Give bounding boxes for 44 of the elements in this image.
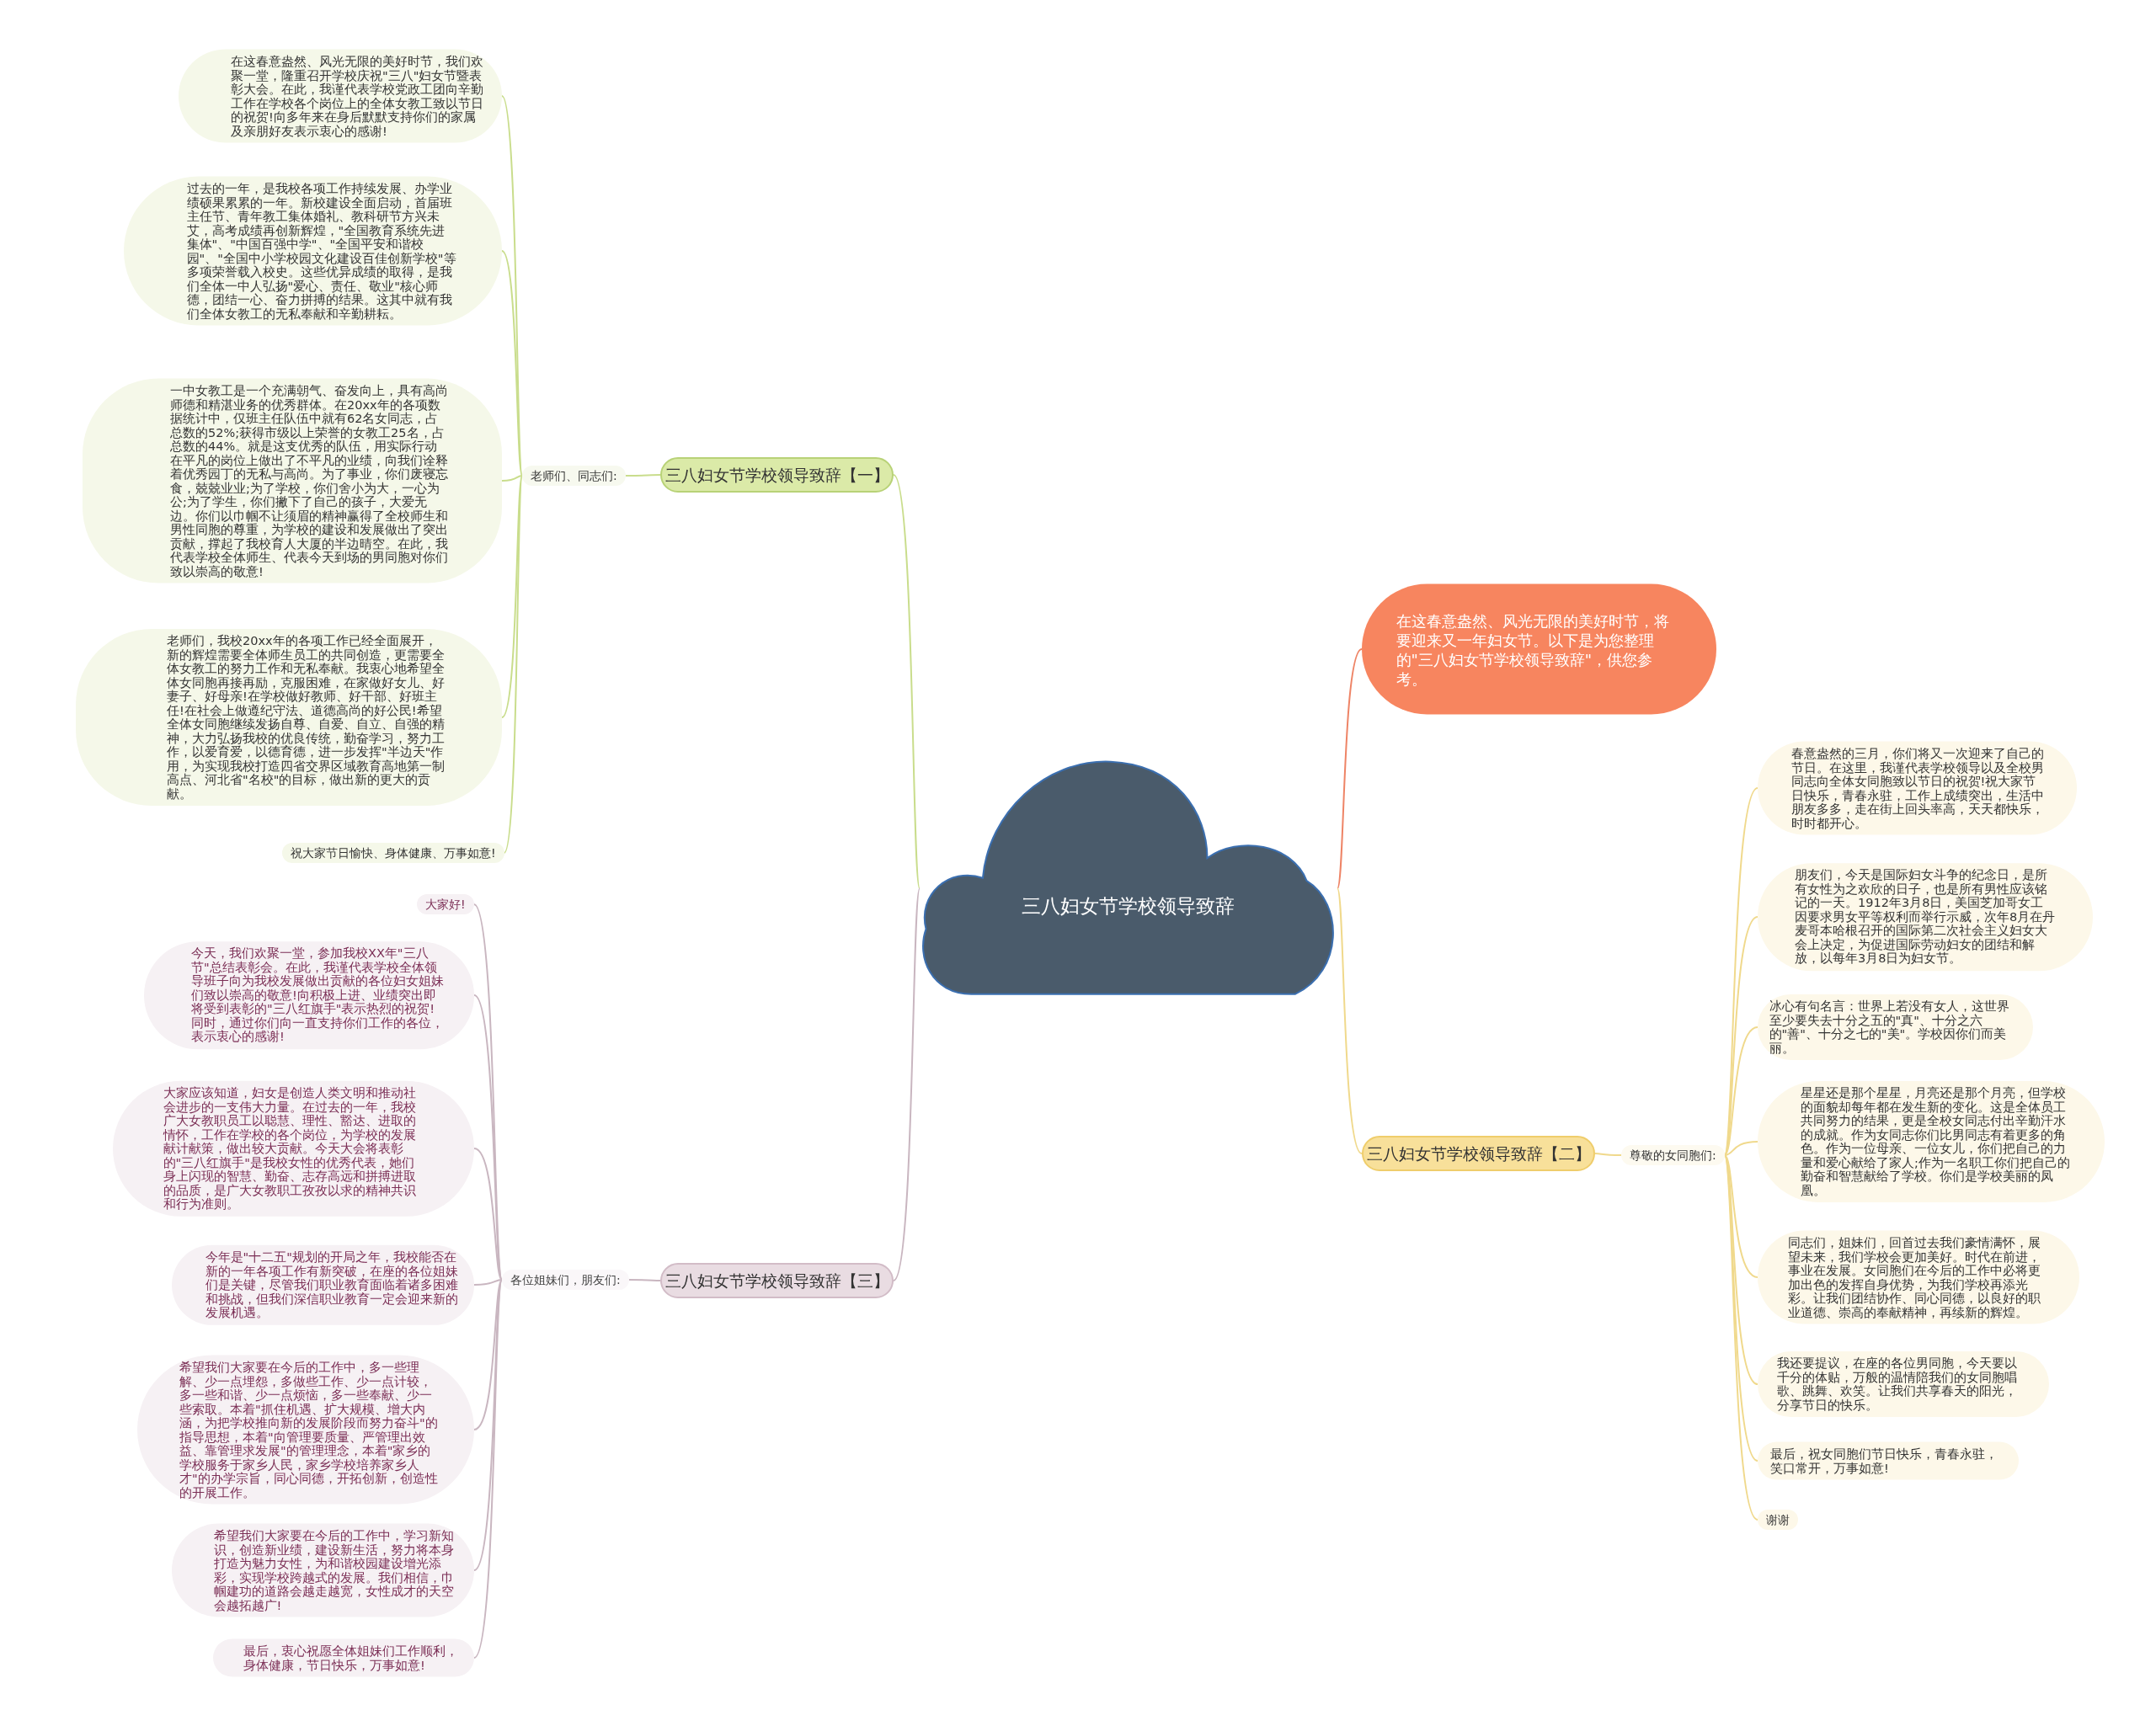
connector-line — [501, 475, 523, 718]
text-bubble: 希望我们大家要在今后的工作中，多一些理解、少一点埋怨，多做些工作、少一点计较，多一些和谐、少一点烦恼，多一些奉献、少一些索取。本着"抓住机遇、扩大规模、增大内涵，为把学校推向新的发展阶段而努力奋斗"的指导思想，本着"向管理要质量、严管理出效益、靠管理求发展"的管理理念，本着"家乡的学校服务于家乡人民，家乡学校培养家乡人才"的办学宗旨，同心同德，开拓创新，创造性的开展工作。 — [137, 1355, 474, 1505]
connector-line — [1723, 1154, 1758, 1278]
branch-box: 三八妇女节学校领导致辞【三】 — [660, 1263, 894, 1298]
branch-box: 三八妇女节学校领导致辞【二】 — [1362, 1136, 1595, 1171]
connector-line — [627, 1279, 661, 1281]
connector-line — [1594, 1153, 1622, 1156]
connector-line — [503, 475, 523, 854]
topic-label: 老师们、同志们: — [522, 466, 626, 486]
text-bubble: 今天，我们欢聚一堂，参加我校XX年"三八节"总结表彰会。在此，我谨代表学校全体领导班子向为我校发展做出贡献的各位妇女姐妹们致以崇高的敬意!向积极上进、业绩突出即将受到表彰的"三八红旗手"表示热烈的祝贺!同时，通过你们向一直支持你们工作的各位，表示衷心的感谢! — [144, 941, 474, 1049]
connector-line — [1337, 887, 1363, 1154]
text-bubble: 同志们，姐妹们，回首过去我们豪情满怀，展望未来，我们学校会更加美好。时代在前进，事业在发展。女同胞们在今后的工作中必将更加出色的发挥自身优势，为我们学校再添光彩。让我们团结协作、同心同德，以良好的职业道德、崇高的奉献精神，再续新的辉煌。 — [1758, 1230, 2079, 1324]
connector-line — [624, 474, 661, 477]
connector-line — [1723, 1026, 1758, 1156]
text-bubble: 今年是"十二五"规划的开局之年，我校能否在新的一年各项工作有新突破，在座的各位姐妹们是关键，尽管我们职业教育面临着诸多困难和挑战，但我们深信职业教育一定会迎来新的发展机遇。 — [172, 1244, 474, 1325]
text-bubble: 朋友们，今天是国际妇女斗争的纪念日，是所有女性为之欢欣的日子，也是所有男性应该铭记的一天。1912年3月8日，美国芝加哥女工因要求男女平等权利而举行示威，次年8月在丹麦哥本哈根召开的国际第二次社会主义妇女大会上决定，为促进国际劳动妇女的团结和解放，以每年3月8日为妇女节。 — [1758, 863, 2093, 971]
text-bubble: 春意盎然的三月，你们将又一次迎来了自己的节日。在这里，我谨代表学校领导以及全校男同志向全体女同胞致以节日的祝贺!祝大家节日快乐，青春永驻，工作上成绩突出，生活中朋友多多，走在街上回头率高，天天都快乐，时时都开心。 — [1758, 741, 2077, 835]
connector-line — [501, 250, 523, 477]
topic-label: 大家好! — [417, 894, 474, 914]
topic-label: 祝大家节日愉快、身体健康、万事如意! — [282, 843, 504, 863]
text-bubble: 希望我们大家要在今后的工作中，学习新知识，创造新业绩，建设新生活，努力将本身打造为魅力女性，为和谐校园建设增光添彩，实现学校跨越式的发展。我们相信，巾帼建功的道路会越走越宽，女性成才的天空会越拓越广! — [172, 1523, 474, 1617]
connector-line — [1723, 1141, 1758, 1156]
text-bubble: 冰心有句名言：世界上若没有女人，这世界至少要失去十分之五的"真"、十分之六的"善"、十分之七的"美"。学校因你们而美丽。 — [1758, 994, 2033, 1060]
topic-label: 各位姐妹们，朋友们: — [502, 1270, 629, 1290]
connector-line — [893, 474, 921, 890]
callout-bubble: 在这春意盎然、风光无限的美好时节，将要迎来又一年妇女节。以下是为您整理的"三八妇女节学校领导致辞"，供您参考。 — [1362, 583, 1716, 715]
text-bubble: 最后，祝女同胞们节日快乐，青春永驻，笑口常开，万事如意! — [1758, 1441, 2019, 1480]
connector-line — [473, 1279, 503, 1286]
text-bubble: 大家应该知道，妇女是创造人类文明和推动社会进步的一支伟大力量。在过去的一年，我校广大女教职员工以聪慧、理性、豁达、进取的情怀，工作在学校的各个岗位，为学校的发展献计献策，做出较大贡献。今天大会将表彰的"三八红旗手"是我校女性的优秀代表，她们身上闪现的智慧、勤奋、志存高远和拼搏进取的品质，是广大女教职工孜孜以求的精神共识和行为准则。 — [113, 1080, 474, 1217]
connector-line — [893, 887, 921, 1281]
branch-box: 三八妇女节学校领导致辞【一】 — [660, 457, 894, 493]
topic-label: 尊敬的女同胞们: — [1621, 1145, 1725, 1165]
connector-line — [473, 1148, 503, 1281]
connector-line — [473, 1279, 503, 1430]
text-bubble: 过去的一年，是我校各项工作持续发展、办学业绩硕果累累的一年。新校建设全面启动，首届班主任节、青年教工集体婚礼、教科研节方兴未艾，高考成绩再创新辉煌，"全国教育系统先进集体"、"中国百强中学"、"全国平安和谐校园"、"全国中小学校园文化建设百佳创新学校"等多项荣誉载入校史。这些优异成绩的取得，是我们全体一中人弘扬"爱心、责任、敬业"核心师德，团结一心、奋力拼搏的结果。这其中就有我们全体女教工的无私奉献和辛勤耕耘。 — [124, 176, 502, 326]
text-bubble: 一中女教工是一个充满朝气、奋发向上，具有高尚师德和精湛业务的优秀群体。在20xx年的各项数据统计中，仅班主任队伍中就有62名女同志，占总数的52%;获得市级以上荣誉的女教工25名，占总数的44%。就是这支优秀的队伍，用实际行动在平凡的岗位上做出了不平凡的业绩，向我们诠释着优秀园丁的无私与高尚。为了事业，你们废寝忘食，兢兢业业;为了学校，你们舍小为大，一心为公;为了学生，你们撇下了自己的孩子，大爱无边。你们以巾帼不让须眉的精神赢得了全校师生和男性同胞的尊重，为学校的建设和发展做出了突出贡献，撑起了我校育人大厦的半边晴空。在此，我代表学校全体师生、代表今天到场的男同胞对你们致以崇高的敬意! — [83, 378, 502, 583]
topic-label: 谢谢 — [1758, 1510, 1798, 1530]
text-bubble: 我还要提议，在座的各位男同胞，今天要以千分的体贴，万般的温情陪我们的女同胞唱歌、跳舞、欢笑。让我们共享春天的阳光，分享节日的快乐。 — [1758, 1351, 2049, 1417]
connector-line — [501, 475, 523, 482]
connector-line — [1337, 648, 1363, 890]
text-bubble: 星星还是那个星星，月亮还是那个月亮，但学校的面貌却每年都在发生新的变化。这是全体员工共同努力的结果，更是全校女同志付出辛勤汗水的成就。作为女同志你们比男同志有着更多的角色。作为一位母亲、一位女儿，你们把自己的力量和爱心献给了家人;作为一名职工你们把自己的勤奋和智慧献给了学校。你们是学校美丽的凤凰。 — [1758, 1081, 2105, 1202]
text-bubble: 老师们，我校20xx年的各项工作已经全面展开，新的辉煌需要全体师生员工的共同创造，更需要全体女教工的努力工作和无私奉献。我衷心地希望全体女同胞再接再励，克服困难，在家做好女儿、好妻子、好母亲!在学校做好教师、好干部、好班主任!在社会上做遵纪守法、道德高尚的好公民!希望全体女同胞继续发扬自尊、自爱、自立、自强的精神，大力弘扬我校的优良传统，勤奋学习，努力工作，以爱育爱，以德育德，进一步发挥"半边天"作用，为实现我校打造四省交界区域教育高地第一制高点、河北省"名校"的目标，做出新的更大的贡献。 — [76, 629, 502, 806]
text-bubble: 在这春意盎然、风光无限的美好时节，我们欢聚一堂，隆重召开学校庆祝"三八"妇女节暨表彰大会。在此，我谨代表学校党政工团向辛勤工作在学校各个岗位上的全体女教工致以节日的祝贺!向多年来在身后默默支持你们的家属及亲朋好友表示衷心的感谢! — [179, 49, 502, 143]
text-bubble: 最后，衷心祝愿全体姐妹们工作顺利，身体健康，节日快乐，万事如意! — [213, 1638, 474, 1677]
